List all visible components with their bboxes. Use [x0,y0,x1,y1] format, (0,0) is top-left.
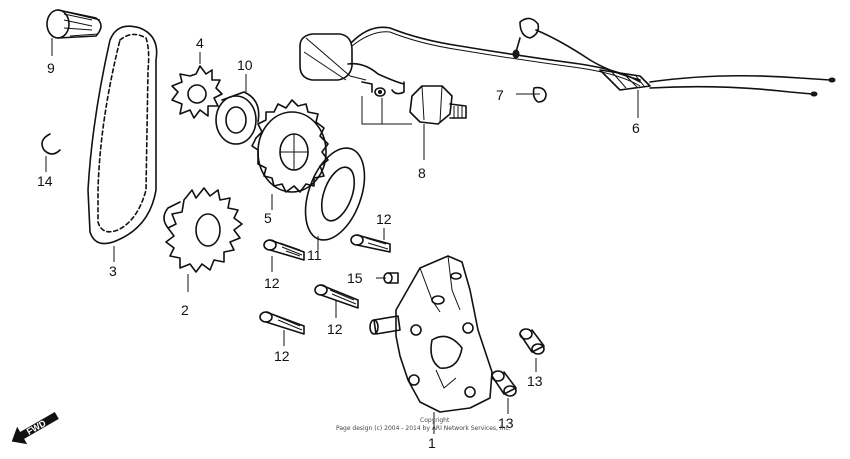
part-10-collar [215,91,260,145]
part-8-oil-switch [349,75,467,125]
part-12-bolt-b [350,234,391,253]
label-part-6: 6 [632,120,640,136]
copyright-line-2: Page design (c) 2004 - 2014 by ARI Netwo… [336,425,511,432]
part-1-oil-pump [369,255,493,413]
part-14-clip [41,133,61,155]
label-part-12-middle: 12 [327,321,343,337]
label-part-9: 9 [47,60,55,76]
label-part-7: 7 [496,87,504,103]
label-part-10: 10 [237,57,253,73]
label-part-15: 15 [347,270,363,286]
label-part-3: 3 [109,263,117,279]
part-12-bolt-d [259,311,305,335]
label-part-12-lower: 12 [274,348,290,364]
part-5-gear [251,99,329,193]
fwd-arrow-icon: FWD [4,402,64,446]
label-part-4: 4 [196,35,204,51]
part-12-bolt-c [314,284,359,309]
label-part-1: 1 [428,435,436,451]
leader-8-bracket [361,96,412,125]
part-12-bolt-a [263,239,305,261]
label-part-13-right: 13 [527,373,543,389]
part-2-sprocket [163,187,243,273]
part-9-collar [46,9,102,39]
part-11-plate [304,147,366,241]
copyright-line-1: Copyright [420,417,450,424]
part-3-chain [87,25,158,245]
part-15-dowel [383,272,399,284]
part-13-dowel-b [491,370,517,397]
label-part-12-upper: 12 [376,211,392,227]
label-part-14: 14 [37,173,53,189]
part-7-clip [530,86,547,103]
label-part-8: 8 [418,165,426,181]
label-part-2: 2 [181,302,189,318]
label-part-13-bottom: 13 [498,415,514,431]
label-part-5: 5 [264,210,272,226]
label-part-12-left: 12 [264,275,280,291]
part-6-wire-harness [299,17,836,97]
label-part-11: 11 [307,247,322,263]
part-13-dowel-a [519,328,545,355]
part-4-sprocket [171,65,223,119]
